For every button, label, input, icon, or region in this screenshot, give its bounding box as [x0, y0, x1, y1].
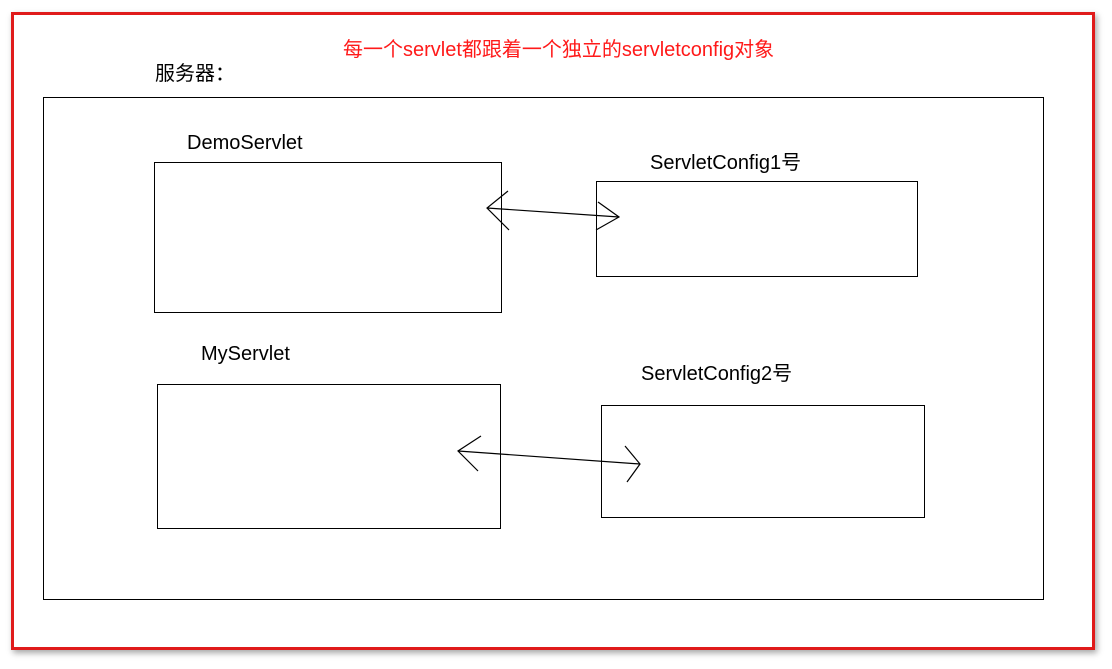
- demo-servlet-label: DemoServlet: [187, 132, 303, 154]
- servlet-config-1-box: [596, 181, 918, 277]
- server-container: [43, 97, 1044, 600]
- servlet-config-2-label: ServletConfig2号: [641, 363, 793, 385]
- my-servlet-box: [157, 384, 501, 529]
- servlet-config-2-box: [601, 405, 925, 518]
- outer-frame: [11, 12, 1095, 650]
- demo-servlet-box: [154, 162, 502, 313]
- diagram-caption: 每一个servlet都跟着一个独立的servletconfig对象: [343, 39, 775, 61]
- server-label: 服务器：: [155, 63, 235, 85]
- servlet-config-1-label: ServletConfig1号: [650, 152, 802, 174]
- my-servlet-label: MyServlet: [201, 343, 290, 365]
